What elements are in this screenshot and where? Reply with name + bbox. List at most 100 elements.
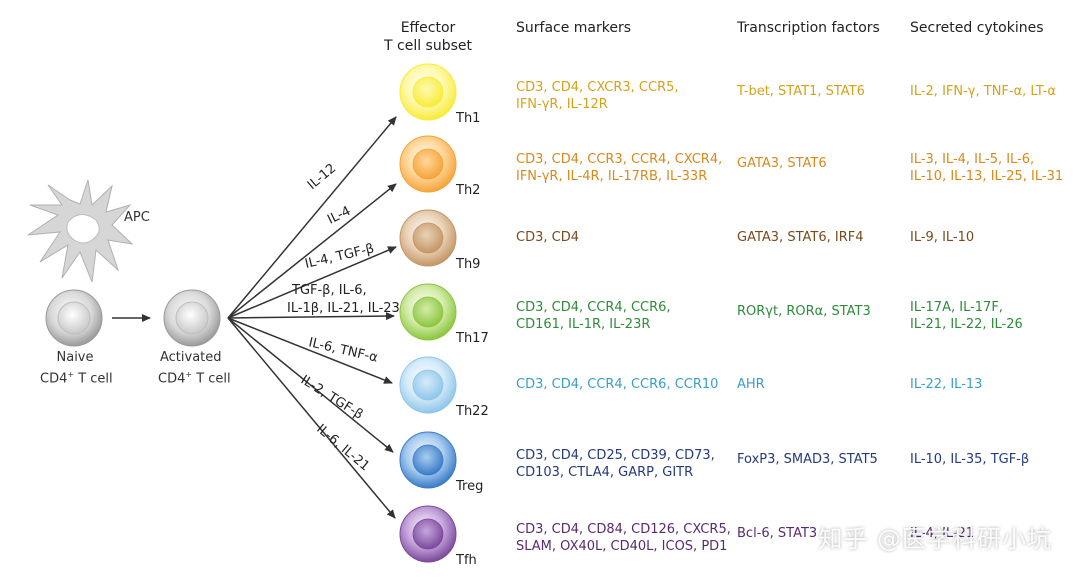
cytokines-th17-line1: IL-17A, IL-17F,	[910, 300, 1003, 315]
naive-cd4: CD4	[40, 371, 68, 387]
cytokines-th2-line1: IL-3, IL-4, IL-5, IL-6,	[910, 152, 1035, 167]
subset-name-treg: Treg	[455, 479, 483, 494]
surface-markers-treg-line1: CD3, CD4, CD25, CD39, CD73,	[516, 448, 715, 463]
arrow-label-6: IL-6, IL-21	[313, 422, 372, 475]
cytokines-tfh-line1: IL-4, IL-21	[910, 526, 975, 541]
naive-cell	[45, 289, 103, 347]
activated-label-line1: Activated	[160, 350, 222, 365]
surface-markers-th1-line2: IFN-γR, IL-12R	[516, 97, 608, 112]
activated-cd4: CD4	[158, 371, 186, 387]
subset-name-tfh: Tfh	[455, 553, 477, 568]
header-effector-line2: T cell subset	[384, 38, 472, 54]
cytokines-th17: IL-17A, IL-17F, IL-21, IL-22, IL-26	[910, 299, 1023, 333]
transcription-factors-treg: FoxP3, SMAD3, STAT5	[737, 451, 878, 468]
surface-markers-th22-line1: CD3, CD4, CCR4, CCR6, CCR10	[516, 377, 719, 392]
cell-th2: Th2	[399, 135, 480, 198]
transcription-factors-tfh: Bcl-6, STAT3	[737, 525, 817, 542]
transcription-factors-th17-line1: RORγt, RORα, STAT3	[737, 304, 871, 319]
apc-label: APC	[124, 210, 150, 225]
surface-markers-th17: CD3, CD4, CCR4, CCR6, CD161, IL-1R, IL-23…	[516, 299, 671, 333]
transcription-factors-th9-line1: GATA3, STAT6, IRF4	[737, 230, 864, 245]
cell-th17: Th17	[399, 283, 489, 346]
surface-markers-th17-line2: CD161, IL-1R, IL-23R	[516, 317, 651, 332]
cell-th9: Th9	[399, 209, 480, 272]
cytokines-th1-line1: IL-2, IFN-γ, TNF-α, LT-α	[910, 84, 1056, 99]
surface-markers-th1-line1: CD3, CD4, CXCR3, CCR5,	[516, 80, 679, 95]
transcription-factors-th2-line1: GATA3, STAT6	[737, 156, 827, 171]
arrow-to-th1	[227, 116, 397, 319]
cytokines-th17-line2: IL-21, IL-22, IL-26	[910, 317, 1023, 332]
cell-treg: Treg	[399, 431, 483, 494]
subset-name-th22: Th22	[455, 404, 489, 419]
cytokines-treg: IL-10, IL-35, TGF-β	[910, 451, 1029, 468]
surface-markers-tfh-line1: CD3, CD4, CD84, CD126, CXCR5,	[516, 522, 731, 537]
apc-cell	[27, 179, 134, 283]
surface-markers-th2: CD3, CD4, CCR3, CCR4, CXCR4, IFN-γR, IL-4…	[516, 151, 722, 185]
transcription-factors-th1: T-bet, STAT1, STAT6	[737, 83, 865, 100]
arrow-label-3-line2: IL-1β, IL-21, IL-23	[287, 301, 400, 316]
surface-markers-treg-line2: CD103, CTLA4, GARP, GITR	[516, 465, 694, 480]
subset-name-th1: Th1	[455, 111, 480, 126]
differentiation-arrows	[227, 116, 397, 519]
subset-name-th9: Th9	[455, 257, 480, 272]
header-effector-line1: Effector	[400, 20, 456, 36]
cytokines-th22-line1: IL-22, IL-13	[910, 377, 983, 392]
arrow-to-th22	[227, 317, 393, 384]
surface-markers-th2-line1: CD3, CD4, CCR3, CCR4, CXCR4,	[516, 152, 723, 167]
arrow-to-th9	[227, 246, 397, 319]
cell-th22: Th22	[399, 356, 489, 419]
arrow-to-th2	[227, 183, 397, 319]
header-effector: Effector	[398, 20, 458, 36]
activated-plus: +	[185, 370, 193, 379]
surface-markers-tfh-line2: SLAM, OX40L, CD40L, ICOS, PD1	[516, 539, 728, 554]
transcription-factors-th2: GATA3, STAT6	[737, 155, 827, 172]
transcription-factors-tfh-line1: Bcl-6, STAT3	[737, 526, 818, 541]
cell-th1: Th1	[399, 63, 480, 126]
cytokines-th2: IL-3, IL-4, IL-5, IL-6,IL-10, IL-13, IL-…	[910, 151, 1063, 185]
transcription-factors-th9: GATA3, STAT6, IRF4	[737, 229, 863, 246]
transcription-factors-th17: RORγt, RORα, STAT3	[737, 303, 871, 320]
naive-label-line2: CD4+ T cell	[40, 370, 113, 386]
arrow-to-th17	[227, 312, 395, 321]
surface-markers-th1: CD3, CD4, CXCR3, CCR5, IFN-γR, IL-12R	[516, 79, 679, 113]
arrow-to-tfh	[227, 317, 396, 519]
cytokines-th1: IL-2, IFN-γ, TNF-α, LT-α	[910, 83, 1056, 100]
arrow-label-2: IL-4, TGF-β	[304, 241, 376, 271]
cytokines-tfh: IL-4, IL-21	[910, 525, 974, 542]
header-secreted-cytokines: Secreted cytokines	[910, 20, 1044, 36]
transcription-factors-th1-line1: T-bet, STAT1, STAT6	[737, 84, 865, 99]
naive-plus: +	[67, 370, 75, 379]
surface-markers-tfh: CD3, CD4, CD84, CD126, CXCR5, SLAM, OX40L…	[516, 521, 731, 555]
surface-markers-th17-line1: CD3, CD4, CCR4, CCR6,	[516, 300, 671, 315]
cell-tfh: Tfh	[399, 505, 477, 568]
surface-markers-th9: CD3, CD4	[516, 229, 579, 246]
header-surface-markers: Surface markers	[516, 20, 632, 36]
surface-markers-th2-line2: IFN-γR, IL-4R, IL-17RB, IL-33R	[516, 169, 708, 184]
arrow-label-4: IL-6, TNF-α	[307, 335, 379, 365]
transcription-factors-treg-line1: FoxP3, SMAD3, STAT5	[737, 452, 878, 467]
arrow-label-0: IL-12	[305, 161, 339, 193]
transcription-factors-th22-line1: AHR	[737, 377, 765, 392]
surface-markers-th22: CD3, CD4, CCR4, CCR6, CCR10	[516, 376, 718, 393]
activated-label-line2: CD4+ T cell	[158, 370, 231, 386]
cytokines-th9: IL-9, IL-10	[910, 229, 974, 246]
arrow-to-treg	[227, 317, 394, 453]
watermark: 知乎 @医学科研小坑	[818, 525, 1052, 553]
activated-cell	[163, 289, 221, 347]
arrow-label-5: IL-2, TGF-β	[298, 373, 366, 423]
surface-markers-treg: CD3, CD4, CD25, CD39, CD73, CD103, CTLA4,…	[516, 447, 715, 481]
arrow-label-3-line1: TGF-β, IL-6,	[291, 283, 367, 298]
naive-label-line1: Naive	[56, 350, 94, 365]
subset-name-th17: Th17	[455, 331, 489, 346]
cytokines-th9-line1: IL-9, IL-10	[910, 230, 975, 245]
cytokines-th22: IL-22, IL-13	[910, 376, 982, 393]
subset-name-th2: Th2	[455, 183, 480, 198]
naive-tcell: T cell	[74, 371, 113, 387]
arrow-label-1: IL-4	[325, 204, 353, 228]
transcription-factors-th22: AHR	[737, 376, 765, 393]
surface-markers-th9-line1: CD3, CD4	[516, 230, 579, 245]
cytokines-treg-line1: IL-10, IL-35, TGF-β	[910, 452, 1030, 467]
activated-tcell: T cell	[192, 371, 231, 387]
